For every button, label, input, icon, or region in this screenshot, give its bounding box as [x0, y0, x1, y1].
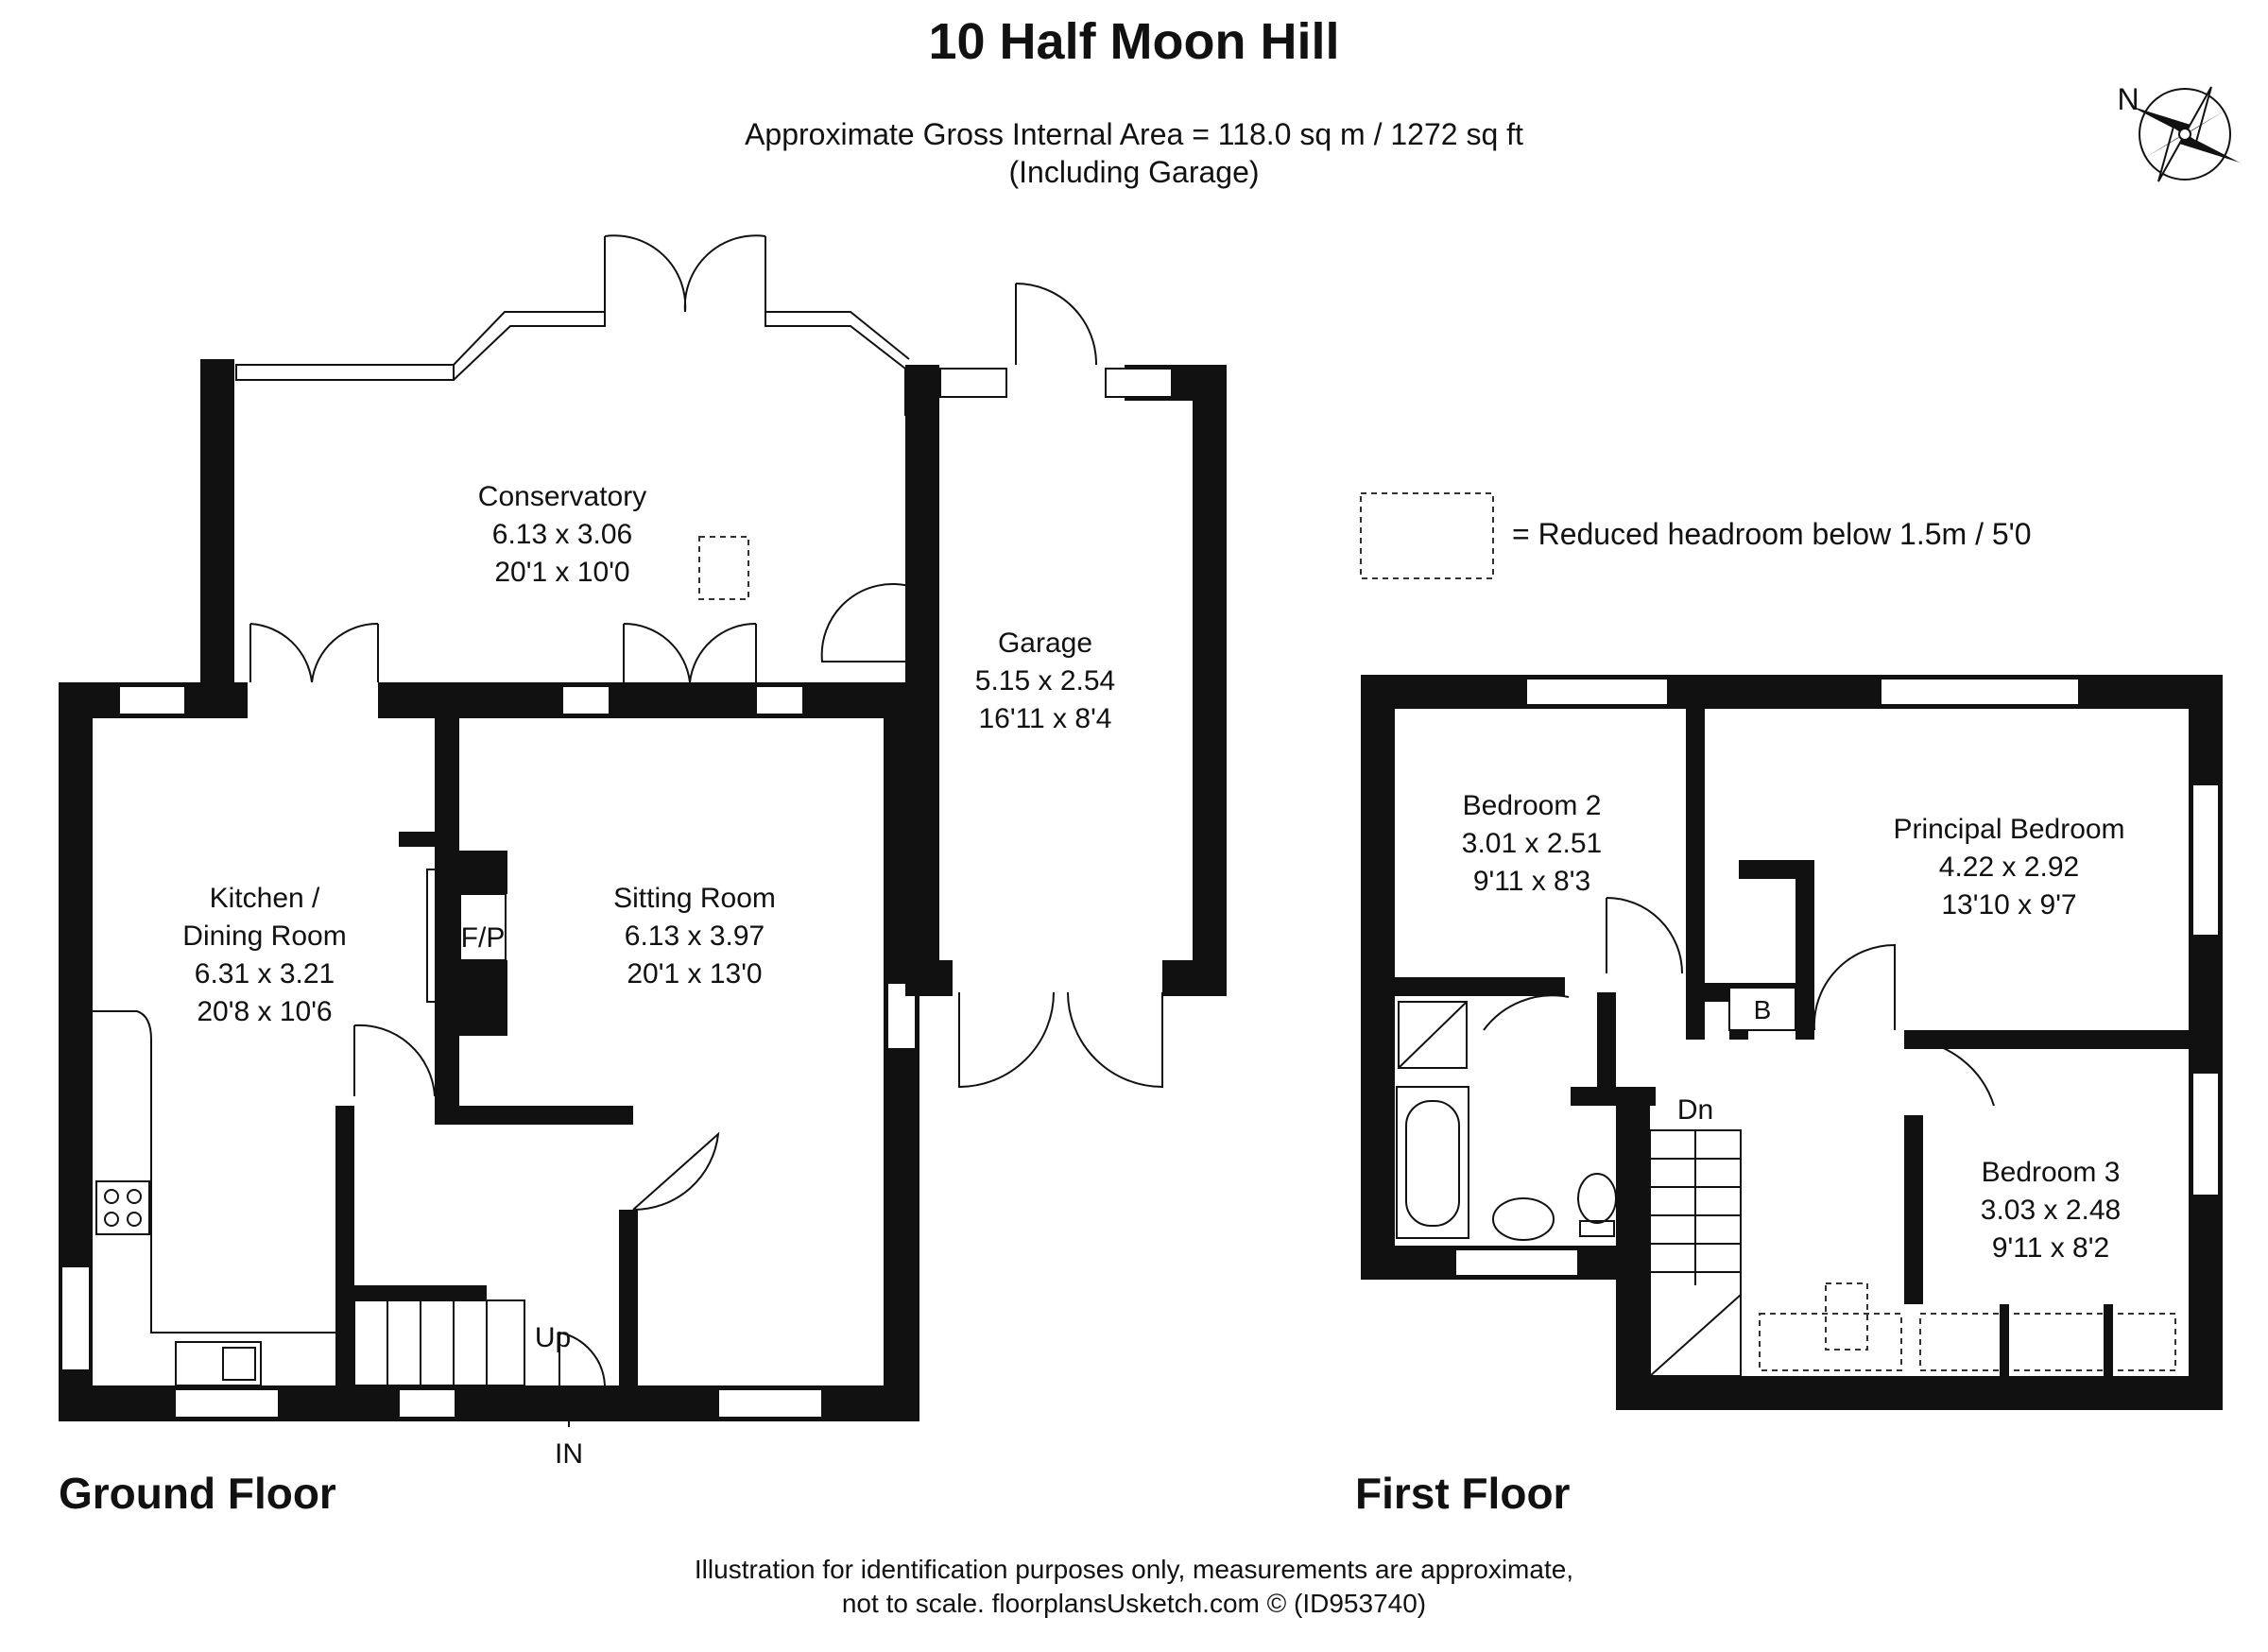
- room-name: Principal Bedroom: [1893, 814, 2124, 845]
- room-name-line1: Kitchen /: [210, 883, 320, 914]
- conservatory-french-door-right: [683, 234, 766, 313]
- ground-floor-plan: [59, 234, 1227, 1421]
- conservatory-reduced-headroom: [698, 536, 749, 600]
- toilet-icon: [1577, 1173, 1617, 1237]
- room-imperial: 20'1 x 13'0: [627, 958, 762, 989]
- conservatory-french-door-left: [604, 234, 687, 313]
- reduced-headroom-legend-text: = Reduced headroom below 1.5m / 5'0: [1512, 517, 2032, 551]
- hob-icon: [95, 1180, 150, 1235]
- area-note: (Including Garage): [1008, 155, 1259, 189]
- room-imperial: 16'11 x 8'4: [978, 703, 1111, 734]
- garage-rear-door: [1015, 283, 1098, 366]
- bedroom3-door: [1908, 1039, 1995, 1107]
- room-metric: 3.03 x 2.48: [1981, 1195, 2121, 1226]
- room-name: Bedroom 2: [1463, 790, 1602, 821]
- kitchen-worktop: [93, 1010, 335, 1334]
- first-floor-label: First Floor: [1355, 1469, 1571, 1518]
- room-conservatory: Conservatory 6.13 x 3.06 20'1 x 10'0: [478, 481, 646, 588]
- gross-area-line: Approximate Gross Internal Area = 118.0 …: [745, 117, 1523, 151]
- kitchen-french-door-right: [311, 622, 379, 683]
- room-name-line2: Dining Room: [182, 921, 346, 952]
- room-imperial: 13'10 x 9'7: [1941, 889, 2076, 921]
- entrance-arrow-icon: [557, 1392, 581, 1427]
- room-name: Garage: [998, 628, 1092, 659]
- sitting-french-door-right: [689, 622, 757, 683]
- room-bedroom-2: Bedroom 2 3.01 x 2.51 9'11 x 8'3: [1462, 790, 1602, 897]
- entrance-label: IN: [555, 1438, 583, 1470]
- kitchen-door: [353, 1024, 436, 1097]
- stairs-up-label: Up: [535, 1322, 571, 1353]
- fireplace-label: F/P: [461, 922, 506, 954]
- front-door: [558, 1331, 606, 1389]
- room-sitting-room: Sitting Room 6.13 x 3.97 20'1 x 13'0: [613, 883, 776, 989]
- room-metric: 6.13 x 3.97: [625, 921, 765, 952]
- first-floor-plan: [1361, 675, 2223, 1410]
- garage-door-left: [958, 991, 1055, 1089]
- room-name: Bedroom 3: [1982, 1157, 2121, 1188]
- landing-reduced-headroom: [1759, 1313, 1902, 1371]
- room-imperial: 20'1 x 10'0: [494, 557, 629, 588]
- sitting-room-door: [632, 1131, 720, 1212]
- bedroom2-door: [1606, 897, 1683, 974]
- shower-icon: [1398, 1001, 1468, 1069]
- principal-bedroom-door: [1813, 943, 1896, 1031]
- compass-north-label: N: [2117, 82, 2139, 116]
- first-floor-staircase: [1649, 1129, 1742, 1377]
- room-imperial: 9'11 x 8'2: [1992, 1232, 2109, 1264]
- kitchen-french-door-left: [249, 623, 313, 683]
- sitting-french-door-left: [623, 622, 691, 683]
- garage-side-door: [820, 583, 910, 663]
- room-metric: 4.22 x 2.92: [1939, 852, 2079, 883]
- sink-icon: [175, 1341, 262, 1386]
- room-name: Conservatory: [478, 481, 646, 512]
- room-imperial: 20'8 x 10'6: [197, 996, 332, 1027]
- ground-floor-label: Ground Floor: [59, 1469, 336, 1518]
- garage-door-right: [1067, 991, 1163, 1089]
- conservatory-glazing-right: [765, 308, 906, 416]
- property-title: 10 Half Moon Hill: [928, 13, 1339, 70]
- room-imperial: 9'11 x 8'3: [1473, 866, 1590, 897]
- room-metric: 5.15 x 2.54: [975, 665, 1115, 697]
- room-kitchen-dining: Kitchen / Dining Room 6.31 x 3.21 20'8 x…: [182, 883, 346, 1027]
- room-metric: 6.31 x 3.21: [195, 958, 335, 989]
- basin-icon: [1492, 1197, 1555, 1241]
- reduced-headroom-legend-box: [1360, 492, 1494, 579]
- room-name: Sitting Room: [613, 883, 776, 914]
- room-bedroom-3: Bedroom 3 3.03 x 2.48 9'11 x 8'2: [1981, 1157, 2121, 1264]
- ground-floor-staircase: [353, 1299, 525, 1386]
- room-garage: Garage 5.15 x 2.54 16'11 x 8'4: [975, 628, 1115, 734]
- disclaimer-line-2: not to scale. floorplansUsketch.com © (I…: [842, 1589, 1426, 1618]
- bath-icon: [1396, 1086, 1469, 1239]
- disclaimer-line-1: Illustration for identification purposes…: [695, 1555, 1573, 1584]
- compass-icon: [2130, 86, 2240, 182]
- bathroom-door: [1483, 994, 1570, 1031]
- room-metric: 3.01 x 2.51: [1462, 828, 1602, 859]
- room-metric: 6.13 x 3.06: [492, 519, 632, 550]
- boiler-label: B: [1754, 995, 1772, 1024]
- stairs-down-label: Dn: [1677, 1094, 1713, 1126]
- room-principal-bedroom: Principal Bedroom 4.22 x 2.92 13'10 x 9'…: [1893, 814, 2124, 921]
- bedroom3-reduced-headroom: [1919, 1313, 2176, 1371]
